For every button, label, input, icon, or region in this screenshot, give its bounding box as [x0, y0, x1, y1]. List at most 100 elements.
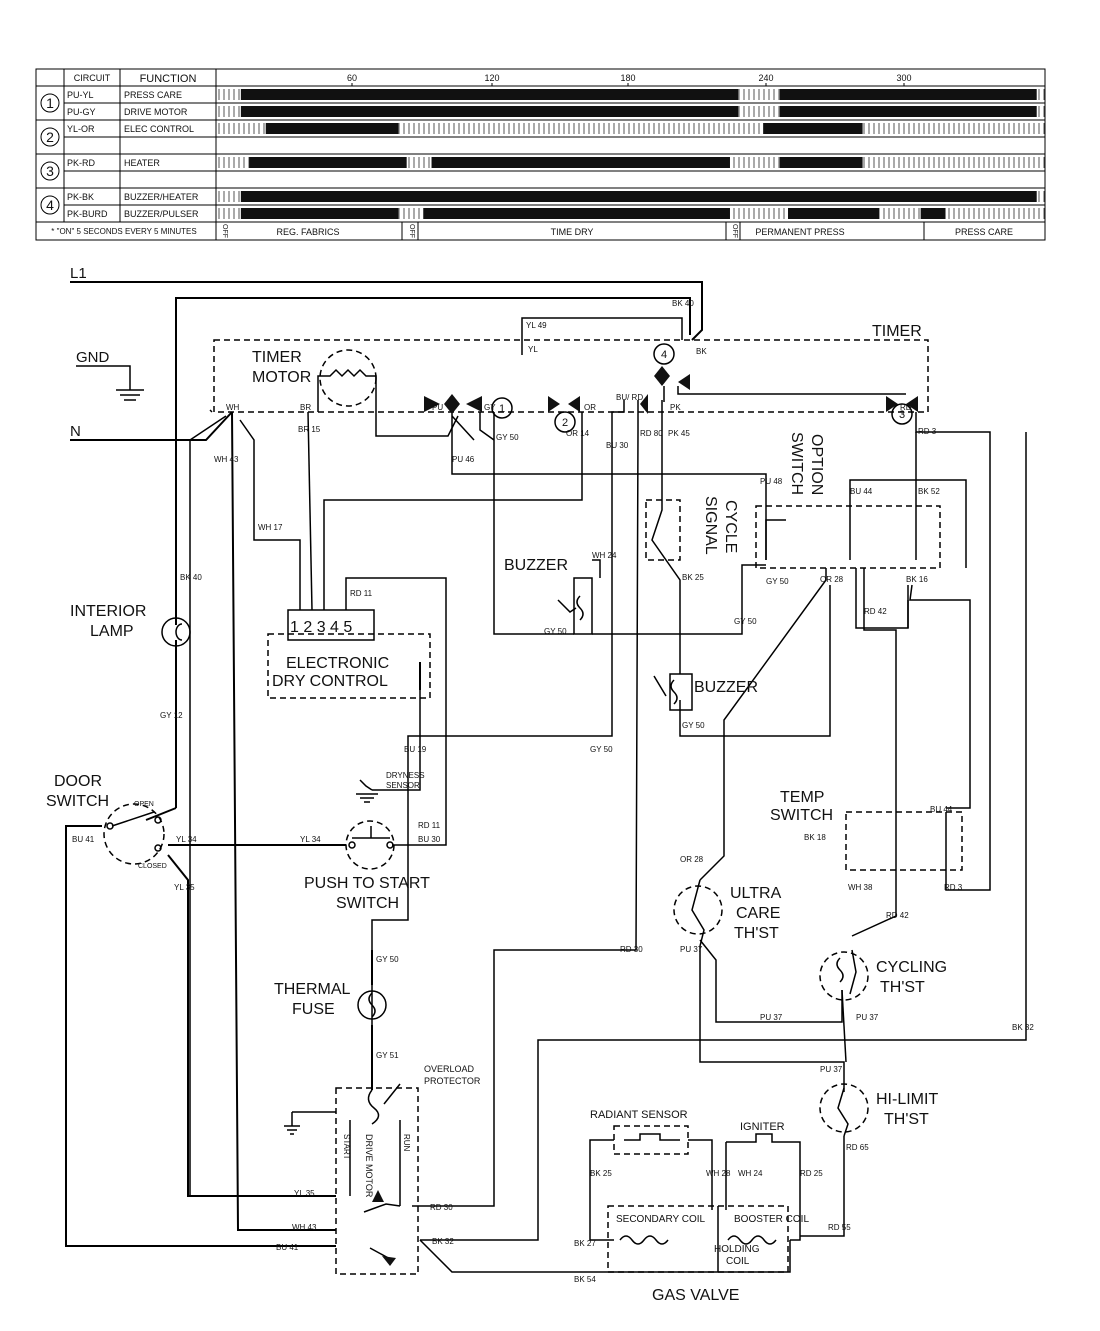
chart-tick-label: 180: [620, 73, 635, 83]
thermal-fuse-label-2: FUSE: [292, 1001, 335, 1018]
wire-code-rd30: RD 30: [620, 945, 643, 954]
wire-code-yl35: YL 35: [174, 883, 195, 892]
wire-code-rd25: RD 25: [800, 1169, 823, 1178]
wire-code-rd: RD: [900, 403, 912, 412]
hi-limit-thermostat: [819, 1083, 869, 1137]
wire-code-bu30: BU 30: [606, 441, 629, 450]
gas-valve-label: GAS VALVE: [652, 1287, 739, 1304]
wire-code-rd42: RD 42: [864, 607, 887, 616]
circuit-3-label: 3: [899, 409, 905, 421]
chart-on-segment: [240, 106, 739, 117]
chart-on-segment: [423, 208, 730, 219]
wire-code-yl: YL: [528, 345, 538, 354]
chart-row-function: PRESS CARE: [124, 90, 182, 100]
thermal-fuse-label-1: THERMAL: [274, 981, 351, 998]
wire-code-gy50-e: GY 50: [682, 721, 705, 730]
open-label: OPEN: [134, 801, 154, 808]
electronic-dry-control: [267, 609, 431, 791]
chart-on-segment: [763, 123, 863, 134]
chart-on-segment: [265, 123, 399, 134]
chart-row-circuit: PK-RD: [67, 158, 96, 168]
chart-circuit-number-circle: [40, 161, 60, 181]
wire-code-or28-b: OR 28: [680, 855, 704, 864]
gnd-label: GND: [76, 349, 110, 366]
door-switch-label-1: DOOR: [54, 773, 102, 790]
wire-code-gy50-b: GY 50: [544, 627, 567, 636]
chart-header-function: FUNCTION: [140, 73, 197, 85]
option-switch-label-2: SWITCH: [788, 432, 805, 495]
wire-code-rd30-b: RD 30: [430, 1203, 453, 1212]
l1-wire: [70, 281, 703, 341]
chart-header-circuit: CIRCUIT: [74, 73, 111, 83]
chart-footer-off-3: OFF: [731, 224, 738, 238]
temp-switch-label-2: SWITCH: [770, 807, 833, 824]
chart-footer-note: * "ON" 5 SECONDS EVERY 5 MINUTES: [51, 227, 196, 236]
timer-motor-label-2: MOTOR: [252, 369, 311, 386]
chart-row-circuit: PU-GY: [67, 107, 96, 117]
wire-code-wh38: WH 38: [848, 883, 873, 892]
chart-on-segment: [249, 157, 407, 168]
chart-on-segment: [920, 208, 946, 219]
wire-code-bu30-b: BU 30: [418, 835, 441, 844]
chart-circuit-number: 3: [46, 163, 54, 179]
chart-circuit-number-circle: [40, 195, 60, 215]
chart-row-circuit: PK-BURD: [67, 209, 108, 219]
wire-code-rd42-b: RD 42: [886, 911, 909, 920]
timer-motor: [317, 349, 459, 437]
wire-code-or: OR: [584, 403, 596, 412]
wire-code-rd55: RD 55: [828, 1223, 851, 1232]
door-switch: [103, 803, 165, 865]
thermal-fuse: [357, 990, 387, 1020]
circuit-2-label: 2: [562, 417, 568, 429]
chart-footer-cycle-4: PRESS CARE: [955, 227, 1013, 237]
chart-circuit-number-circle: [40, 127, 60, 147]
igniter: [726, 1133, 788, 1143]
chart-circuit-number: 4: [46, 197, 54, 213]
wire-code-bu19: BU 19: [404, 745, 427, 754]
chart-on-segment: [240, 208, 399, 219]
cycling-label-1: CYCLING: [876, 959, 947, 976]
wire-code-pk: PK: [670, 403, 681, 412]
buzzer-upper-label: BUZZER: [504, 557, 568, 574]
wire-code-or28: OR 28: [820, 575, 844, 584]
chart-row-circuit: YL-OR: [67, 124, 95, 134]
wire-code-pu37-c: PU 37: [856, 1013, 879, 1022]
circuit-3-marker: [891, 403, 913, 425]
hi-limit-label-2: TH'ST: [884, 1111, 929, 1128]
wire-code-or14: OR 14: [566, 429, 590, 438]
interior-lamp-label-1: INTERIOR: [70, 603, 146, 620]
chart-row-function: DRIVE MOTOR: [124, 107, 188, 117]
dryness-label-2: SENSOR: [386, 781, 420, 790]
wire-code-bk32: BK 32: [1012, 1023, 1034, 1032]
edc-label-2: DRY CONTROL: [272, 673, 388, 690]
wire-code-bu41: BU 41: [72, 835, 95, 844]
wire-code-bu41-b: BU 41: [276, 1243, 299, 1252]
chart-circuit-number: 1: [46, 95, 54, 111]
chart-row-function: ELEC CONTROL: [124, 124, 194, 134]
timer-contacts: [424, 366, 918, 441]
wire-code-bk40-lamp: BK 40: [180, 573, 202, 582]
overload-label-2: PROTECTOR: [424, 1076, 481, 1086]
wire-code-wh17: WH 17: [258, 523, 283, 532]
ultra-care-label-3: TH'ST: [734, 925, 779, 942]
radiant-sensor-label: RADIANT SENSOR: [590, 1109, 688, 1121]
start-label: START: [342, 1134, 351, 1160]
edc-pins-label: 1 2 3 4 5: [290, 619, 352, 636]
wire-code-bk18: BK 18: [804, 833, 826, 842]
holding-coil-label-1: HOLDING: [714, 1244, 760, 1255]
wire-code-wh43: WH 43: [214, 455, 239, 464]
motor-assembly: [284, 1083, 419, 1275]
chart-footer-off-2: OFF: [408, 224, 415, 238]
wire-code-yl35-b: YL 35: [294, 1189, 315, 1198]
cycling-thermostat: [819, 949, 869, 1001]
wire-code-pu37-d: PU 37: [820, 1065, 843, 1074]
circuit-4-label: 4: [661, 349, 667, 361]
wire-code-br: BR: [300, 403, 311, 412]
wire-code-pu: PU: [432, 403, 443, 412]
neutral-wire: [70, 411, 233, 441]
